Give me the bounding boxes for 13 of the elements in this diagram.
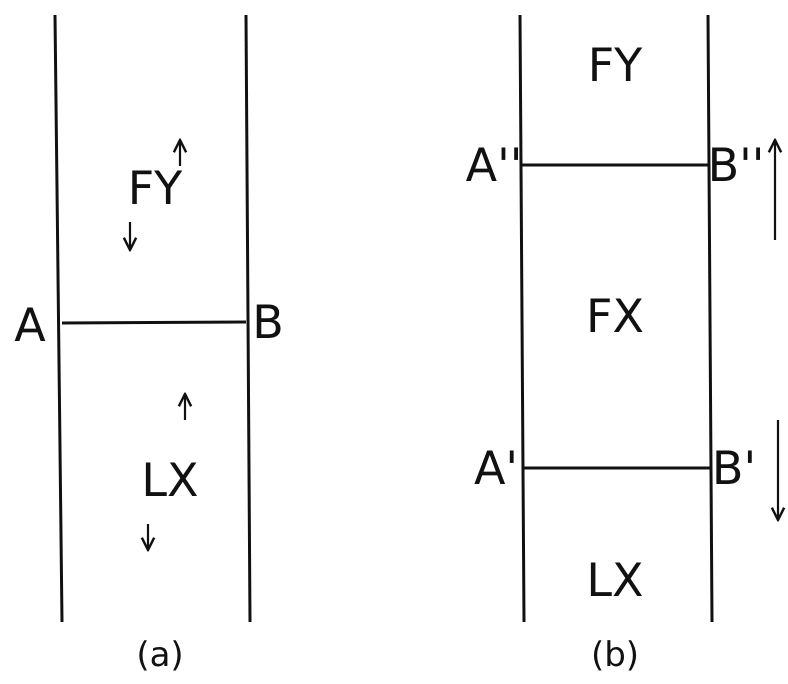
panel-label: (a)	[136, 638, 184, 672]
panel-label: (b)	[590, 638, 640, 672]
region-label: FY	[128, 165, 182, 211]
region-label: FY	[588, 42, 642, 88]
point-label: A''	[466, 142, 522, 188]
point-label: A	[14, 302, 46, 348]
point-label: B	[252, 299, 284, 345]
point-label: B'	[712, 445, 756, 491]
region-label: LX	[141, 457, 199, 503]
point-label: A'	[474, 445, 518, 491]
point-label: B''	[708, 142, 764, 188]
region-label: LX	[586, 557, 644, 603]
region-label: FX	[586, 293, 644, 339]
